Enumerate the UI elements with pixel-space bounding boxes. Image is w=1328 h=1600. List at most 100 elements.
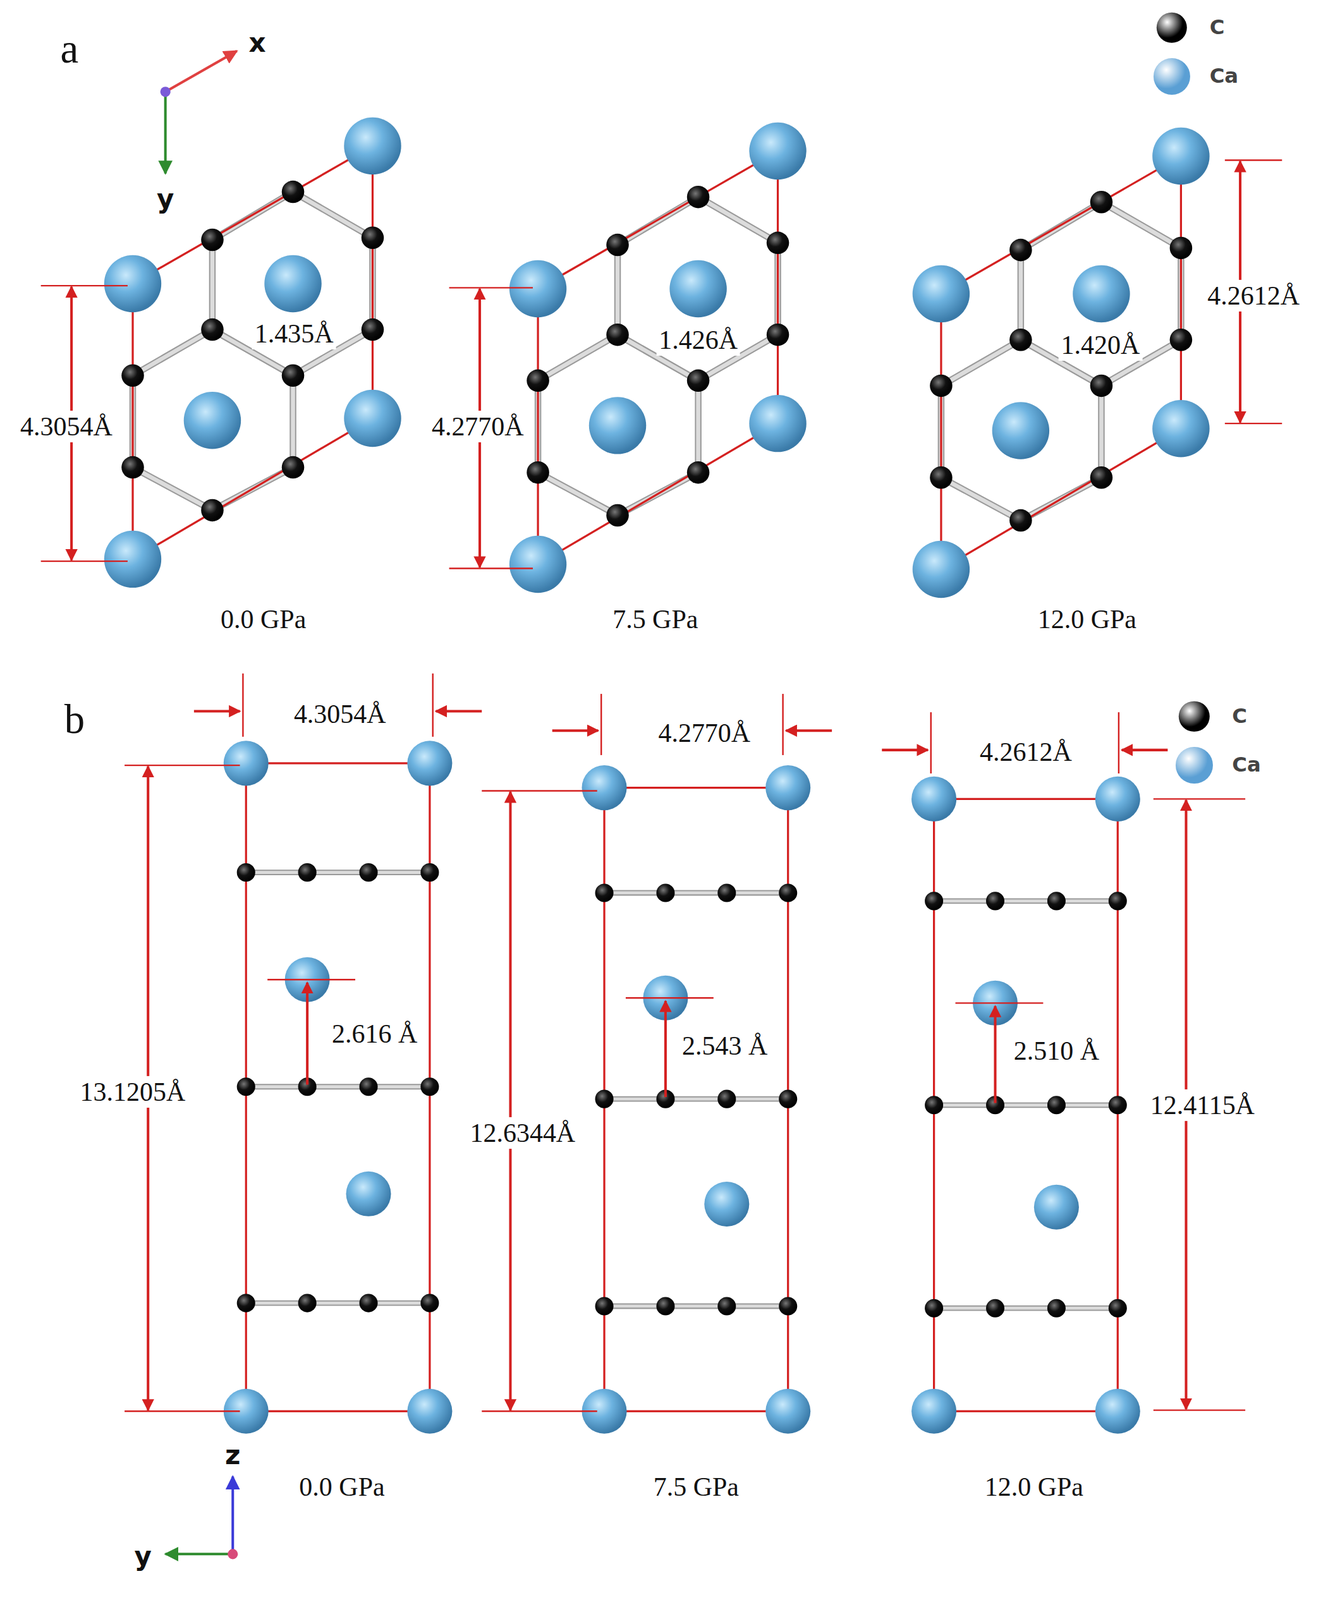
unit-cell — [132, 146, 373, 284]
bond — [1017, 250, 1024, 341]
ca-atom — [582, 765, 628, 811]
legend-swatch — [1156, 12, 1188, 43]
c-atom — [778, 1090, 798, 1109]
dimension-arrow — [1121, 749, 1169, 752]
c-atom — [237, 1077, 256, 1097]
c-atom — [595, 1297, 614, 1316]
dimension-arrow — [552, 729, 599, 732]
ca-atom — [1034, 1185, 1079, 1231]
ca-atom — [509, 260, 567, 318]
dimension-label: 12.6344Å — [467, 1116, 578, 1149]
dimension-label: 4.2612Å — [977, 736, 1075, 768]
bond — [604, 890, 789, 897]
c-atom — [1169, 237, 1193, 260]
ca-atom — [669, 260, 727, 318]
unit-cell — [371, 146, 374, 419]
c-atom — [924, 1096, 944, 1115]
guide-line — [1153, 1409, 1246, 1411]
ca-atom — [509, 536, 567, 593]
unit-cell — [536, 288, 539, 565]
c-atom — [1090, 466, 1114, 490]
c-atom — [281, 180, 305, 204]
guide-line — [481, 790, 597, 792]
bond — [604, 891, 789, 896]
guide-line — [625, 997, 714, 999]
c-atom — [1108, 1299, 1127, 1318]
ca-atom — [1152, 127, 1210, 185]
bond — [941, 477, 1021, 521]
c-atom — [420, 1077, 439, 1097]
c-atom — [201, 228, 224, 252]
axis-label: y — [156, 184, 174, 214]
bond — [132, 467, 213, 511]
c-atom — [237, 1294, 256, 1313]
c-atom — [986, 891, 1005, 911]
legend-label: Ca — [1209, 65, 1239, 88]
ca-atom — [1152, 400, 1210, 457]
bond — [934, 898, 1119, 904]
ca-atom — [589, 396, 646, 454]
dimension-label: 4.3054Å — [291, 698, 389, 731]
bond — [537, 472, 618, 516]
unit-cell — [537, 151, 778, 289]
bond — [209, 239, 216, 330]
ca-atom — [912, 265, 970, 323]
ca-atom — [407, 740, 452, 786]
bond — [1101, 202, 1181, 249]
bond — [934, 1305, 1119, 1312]
bond — [289, 375, 296, 468]
dimension-arrow — [881, 749, 928, 752]
bond — [245, 1084, 430, 1090]
guide-line — [781, 694, 784, 756]
guide-line — [242, 673, 244, 738]
axis-label: y — [134, 1542, 152, 1572]
c-atom — [986, 1299, 1005, 1318]
bond — [604, 1096, 789, 1103]
c-atom — [1047, 891, 1066, 911]
bond — [132, 329, 213, 377]
unit-cell — [132, 418, 373, 560]
axis-origin — [227, 1549, 238, 1560]
unit-cell — [776, 151, 779, 424]
c-atom — [1047, 1096, 1066, 1115]
unit-cell — [941, 156, 1181, 294]
pressure-label: 7.5 GPa — [612, 604, 698, 634]
guide-line — [600, 694, 602, 756]
c-atom — [298, 1294, 317, 1313]
legend-label: Ca — [1231, 754, 1261, 777]
c-atom — [1090, 190, 1114, 214]
c-atom — [595, 1090, 614, 1109]
dimension-label: 12.4115Å — [1147, 1089, 1258, 1122]
bond — [537, 472, 618, 516]
bond — [537, 335, 618, 382]
c-atom — [359, 863, 378, 882]
guide-line — [41, 285, 128, 287]
c-atom — [778, 1297, 798, 1316]
bond — [210, 239, 215, 330]
c-atom — [237, 863, 256, 882]
unit-cell — [941, 428, 1181, 570]
unit-cell — [1180, 156, 1182, 429]
ca-atom — [264, 255, 322, 313]
c-atom — [687, 461, 710, 485]
ca-atom — [223, 740, 269, 786]
c-atom — [924, 1299, 944, 1318]
distance-label: 2.543 Å — [679, 1030, 770, 1062]
bond — [604, 1305, 789, 1309]
bond — [245, 1085, 430, 1089]
pressure-label: 0.0 GPa — [298, 1472, 385, 1502]
bond — [1099, 385, 1103, 478]
bond — [698, 197, 779, 244]
bond — [132, 329, 213, 377]
guide-line — [449, 286, 533, 289]
bond — [934, 1103, 1119, 1107]
c-atom — [766, 231, 790, 255]
legend-label: C — [1231, 705, 1248, 729]
dimension-arrow — [785, 729, 832, 732]
c-atom — [361, 226, 385, 250]
ca-atom — [1095, 1389, 1141, 1435]
panel-letter: a — [60, 26, 79, 72]
bond — [293, 192, 373, 239]
c-atom — [929, 466, 953, 490]
